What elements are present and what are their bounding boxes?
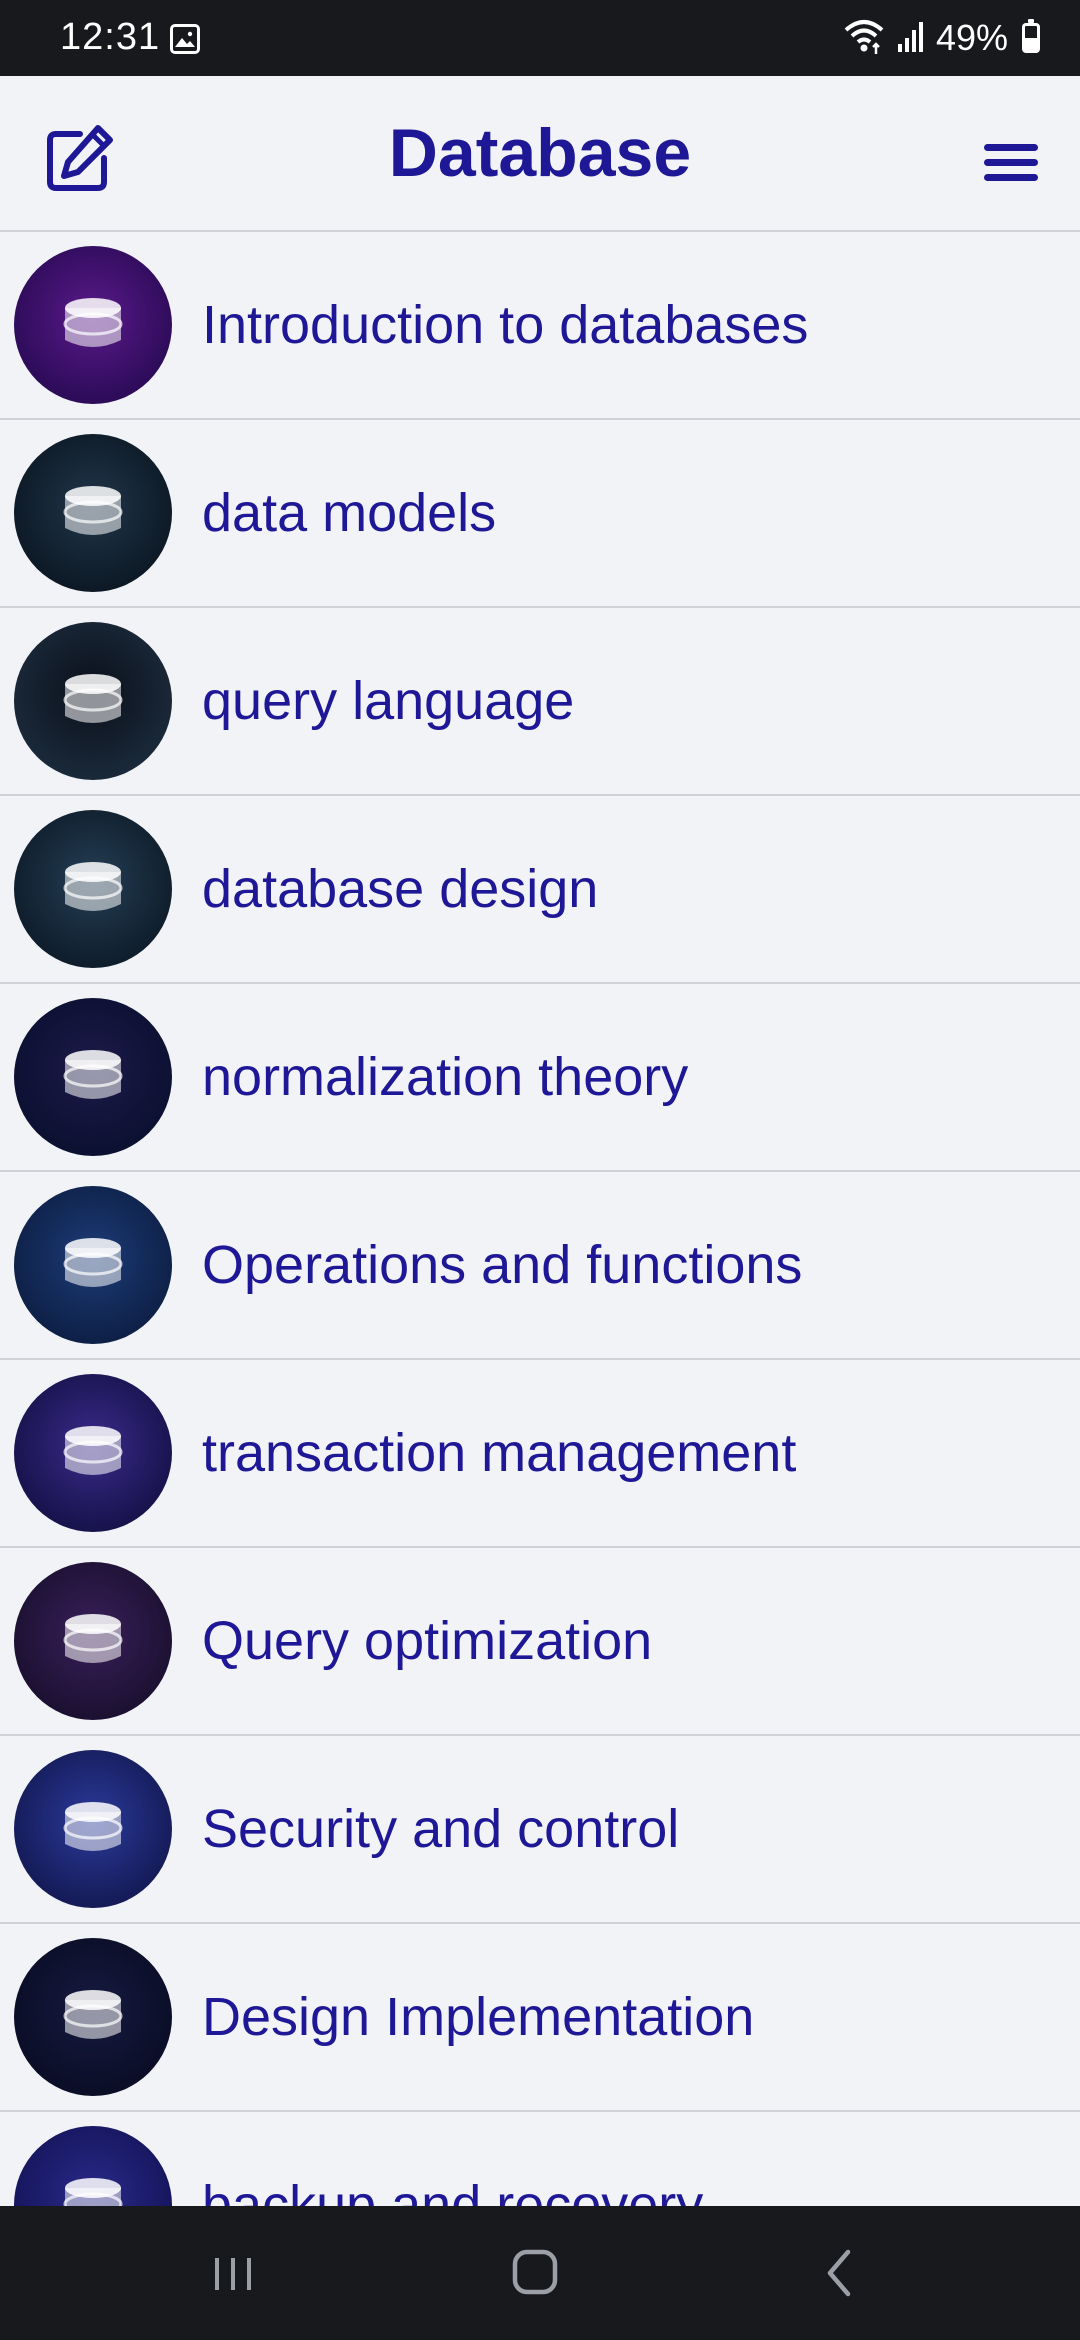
page-title: Database bbox=[388, 115, 692, 191]
topic-thumbnail bbox=[14, 434, 172, 592]
topic-label: transaction management bbox=[202, 1423, 797, 1483]
signal-icon bbox=[896, 18, 926, 59]
topic-label: Query optimization bbox=[202, 1611, 653, 1671]
topic-label: Introduction to databases bbox=[202, 295, 809, 355]
status-bar: 12:31 49% bbox=[0, 0, 1080, 76]
topic-label: database design bbox=[202, 859, 599, 919]
topic-list-item[interactable]: Query optimization bbox=[0, 1548, 1080, 1736]
hamburger-menu-icon bbox=[984, 144, 1038, 181]
menu-button[interactable] bbox=[982, 138, 1040, 188]
topic-list-item[interactable]: data models bbox=[0, 420, 1080, 608]
topic-label: Security and control bbox=[202, 1799, 680, 1859]
topic-thumbnail bbox=[14, 1186, 172, 1344]
status-time: 12:31 bbox=[60, 16, 161, 58]
topic-list-item[interactable]: transaction management bbox=[0, 1360, 1080, 1548]
topic-list[interactable]: Introduction to databases data models quer… bbox=[0, 232, 1080, 2206]
home-icon bbox=[512, 2249, 558, 2295]
topic-thumbnail bbox=[14, 1562, 172, 1720]
wifi-icon bbox=[842, 16, 886, 61]
recent-apps-button[interactable] bbox=[193, 2236, 273, 2310]
topic-list-item[interactable]: Introduction to databases bbox=[0, 232, 1080, 420]
topic-list-item[interactable]: Security and control bbox=[0, 1736, 1080, 1924]
gallery-icon bbox=[170, 24, 200, 54]
topic-list-item[interactable]: backup and recovery bbox=[0, 2112, 1080, 2206]
app-header: Database bbox=[0, 76, 1080, 232]
topic-thumbnail bbox=[14, 810, 172, 968]
topic-list-item[interactable]: query language bbox=[0, 608, 1080, 796]
topic-label: backup and recovery bbox=[202, 2175, 704, 2206]
topic-thumbnail bbox=[14, 1750, 172, 1908]
topic-thumbnail bbox=[14, 2126, 172, 2206]
back-button[interactable] bbox=[800, 2236, 880, 2310]
battery-icon bbox=[1022, 19, 1040, 53]
edit-icon bbox=[47, 125, 113, 191]
topic-thumbnail bbox=[14, 998, 172, 1156]
back-icon bbox=[827, 2249, 851, 2297]
battery-percent: 49% bbox=[935, 17, 1008, 58]
navigation-bar bbox=[0, 2206, 1080, 2340]
topic-label: Design Implementation bbox=[202, 1987, 755, 2047]
topic-label: normalization theory bbox=[202, 1047, 689, 1107]
topic-label: Operations and functions bbox=[202, 1235, 803, 1295]
topic-thumbnail bbox=[14, 622, 172, 780]
topic-thumbnail bbox=[14, 1374, 172, 1532]
topic-thumbnail bbox=[14, 1938, 172, 2096]
topic-list-item[interactable]: database design bbox=[0, 796, 1080, 984]
topic-label: query language bbox=[202, 671, 575, 731]
recent-apps-icon bbox=[215, 2258, 251, 2290]
topic-list-item[interactable]: Design Implementation bbox=[0, 1924, 1080, 2112]
topic-list-item[interactable]: normalization theory bbox=[0, 984, 1080, 1172]
home-button[interactable] bbox=[495, 2236, 575, 2310]
topic-list-item[interactable]: Operations and functions bbox=[0, 1172, 1080, 1360]
topic-label: data models bbox=[202, 483, 497, 543]
topic-thumbnail bbox=[14, 246, 172, 404]
status-indicators: 49% bbox=[842, 14, 1040, 62]
edit-button[interactable] bbox=[40, 120, 120, 200]
